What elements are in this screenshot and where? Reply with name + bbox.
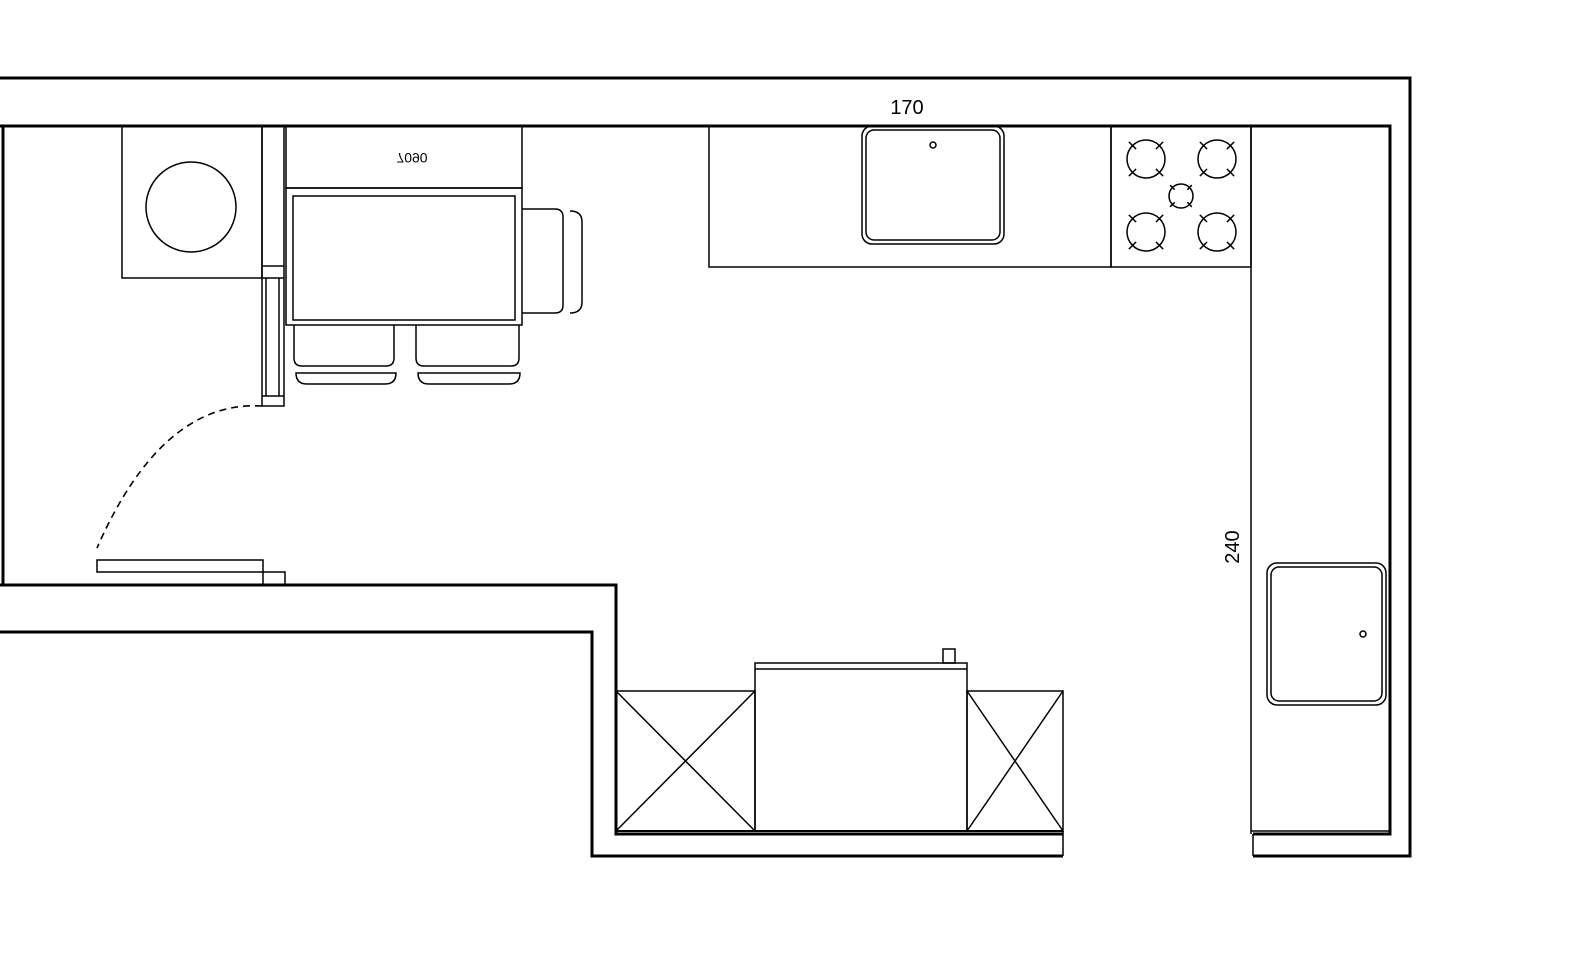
appliance-label: 7090	[396, 150, 427, 166]
burner-top-left	[1126, 139, 1166, 179]
base-cabinet-right	[966, 690, 1064, 832]
burner-center	[1168, 183, 1194, 209]
dining-table	[285, 187, 523, 326]
inner-walls	[0, 124, 1392, 836]
burner-bottom-right	[1197, 212, 1237, 252]
chair-bottom-right	[415, 325, 521, 385]
top-dimension-label: 170	[890, 97, 923, 119]
right-sink	[1266, 562, 1387, 706]
chair-bottom-left	[293, 325, 397, 385]
burner-bottom-left	[1126, 212, 1166, 252]
base-cabinet-left	[615, 690, 756, 832]
washing-machine	[121, 125, 263, 279]
bottom-counter	[615, 648, 1064, 856]
outer-walls	[0, 76, 1412, 858]
chair-right	[522, 208, 583, 314]
top-counter	[708, 125, 1112, 268]
range-unit	[754, 648, 968, 832]
cooktop	[1110, 125, 1252, 268]
right-dimension-label: 240	[1222, 530, 1244, 563]
top-sink	[861, 125, 1005, 245]
right-counter	[1250, 126, 1390, 856]
partition-wall	[261, 125, 285, 407]
burner-top-right	[1197, 139, 1237, 179]
door	[96, 405, 286, 586]
appliance-unit: 7090	[285, 125, 523, 189]
